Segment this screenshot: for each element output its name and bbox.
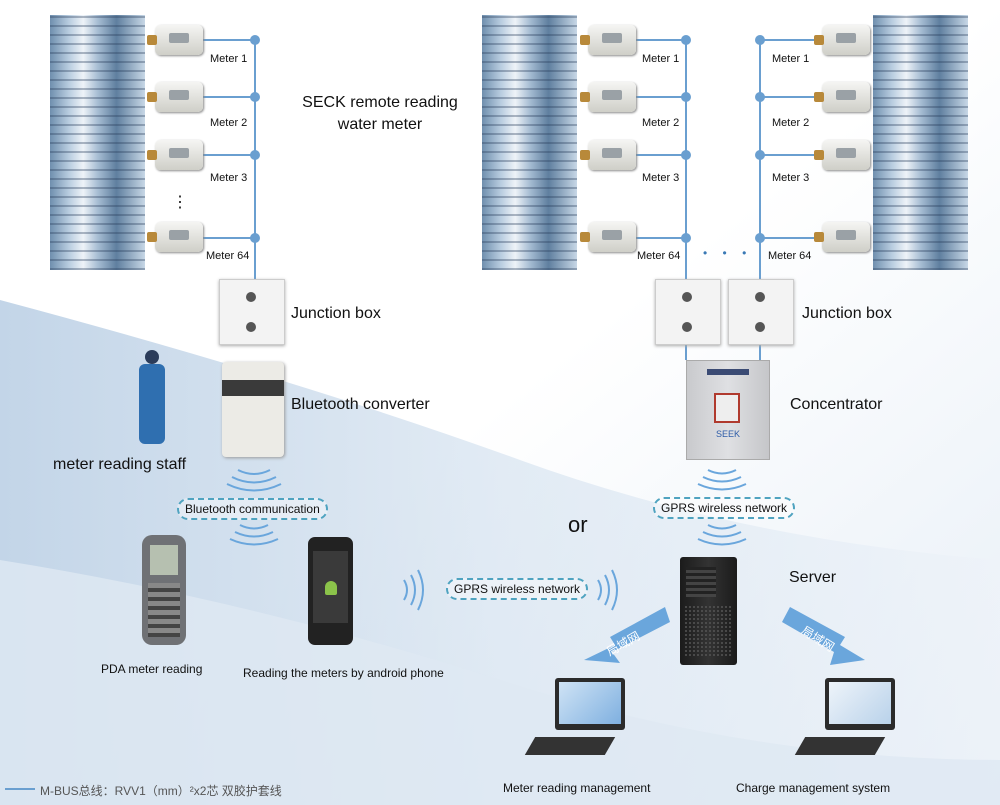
diagram-title: SECK remote reading water meter: [302, 94, 458, 133]
keyboard-icon: [524, 737, 616, 755]
phone-label: Reading the meters by android phone: [243, 666, 444, 680]
android-phone-device: [308, 537, 353, 645]
building-left: [50, 15, 145, 270]
server-device: [680, 557, 737, 665]
water-meter-icon: [814, 82, 870, 112]
staff-person-icon: [135, 350, 170, 445]
pda-label: PDA meter reading: [101, 662, 203, 676]
junction-box-label: Junction box: [291, 305, 381, 322]
concentrator-brand: SEEK: [715, 429, 740, 439]
building-right-b: [873, 15, 968, 270]
pc-label-charge-management: Charge management system: [736, 781, 891, 795]
water-meter-icon: [580, 222, 636, 252]
legend-text: M-BUS总线：RVV1（mm）²x2芯 双胶护套线: [40, 784, 282, 798]
water-meter-icon: [580, 140, 636, 170]
bluetooth-converter-label: Bluetooth converter: [291, 396, 430, 413]
water-meter-icon: [147, 222, 203, 252]
meter-label: Meter 64: [768, 250, 812, 262]
more-dots: • • •: [703, 246, 753, 260]
gprs-badge-right: GPRS wireless network: [653, 497, 796, 519]
bluetooth-converter-device: [222, 362, 284, 457]
or-label: or: [568, 512, 588, 537]
meter-label: Meter 64: [637, 250, 681, 262]
water-meter-icon: [147, 82, 203, 112]
meter-label: Meter 64: [206, 250, 250, 262]
water-meter-icon: [580, 82, 636, 112]
gprs-badge-left: GPRS wireless network: [446, 578, 589, 600]
computer-icon: [555, 678, 625, 730]
water-meter-icon: [814, 25, 870, 55]
meter-label: Meter 1: [772, 53, 810, 65]
junction-box-label: Junction box: [802, 305, 892, 322]
server-label: Server: [789, 569, 837, 586]
junction-box-icon: [219, 279, 285, 345]
meter-label: Meter 3: [772, 172, 810, 184]
lan-arrow-right: [782, 607, 865, 665]
computer-icon: [825, 678, 895, 730]
water-meter-icon: [147, 140, 203, 170]
junction-box-icon: [655, 279, 721, 345]
pc-label-meter-reading: Meter reading management: [503, 781, 651, 795]
meter-label: Meter 1: [210, 53, 248, 65]
meter-label: Meter 3: [210, 172, 248, 184]
meter-label: Meter 2: [642, 117, 680, 129]
water-meter-icon: [814, 222, 870, 252]
concentrator-device: SEEK: [686, 360, 770, 460]
keyboard-icon: [794, 737, 886, 755]
junction-box-icon: [728, 279, 794, 345]
water-meter-icon: [147, 25, 203, 55]
water-meter-icon: [814, 140, 870, 170]
meter-label: Meter 2: [210, 117, 248, 129]
staff-label: meter reading staff: [53, 456, 187, 473]
meter-label: Meter 3: [642, 172, 680, 184]
building-right-a: [482, 15, 577, 270]
meter-label: Meter 1: [642, 53, 680, 65]
pda-device: [142, 535, 186, 645]
lan-arrow-left: [584, 607, 670, 663]
ellipsis: ⋮: [172, 194, 188, 211]
concentrator-label: Concentrator: [790, 396, 883, 413]
meter-label: Meter 2: [772, 117, 810, 129]
bluetooth-communication-badge: Bluetooth communication: [177, 498, 328, 520]
water-meter-icon: [580, 25, 636, 55]
